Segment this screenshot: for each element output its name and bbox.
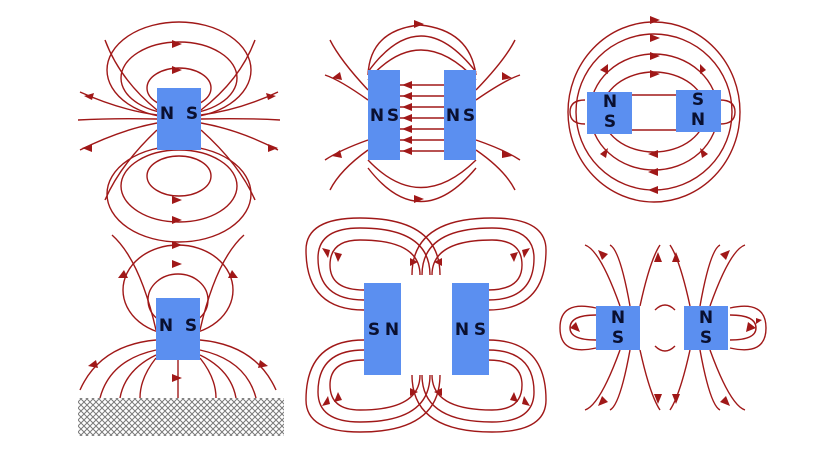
panel-two-vertical-opposed: N S S N (567, 16, 741, 203)
pole-label: N (455, 320, 469, 340)
pole-label: S (185, 316, 197, 336)
panel-two-repelling: S N N S (305, 217, 547, 433)
magnet-right (444, 70, 476, 160)
magnet-right (452, 283, 489, 375)
magnet-left (364, 283, 401, 375)
magnet-left (587, 92, 632, 134)
pole-label: S (612, 328, 624, 348)
pole-label: N (691, 110, 705, 130)
pole-label: N (159, 316, 173, 336)
pole-label: N (446, 106, 460, 126)
pole-label: N (160, 104, 174, 124)
pole-label: S (604, 112, 616, 132)
pole-label: S (368, 320, 380, 340)
magnet-right (676, 90, 721, 132)
iron-block (78, 398, 284, 436)
panel-single-magnet: N S (77, 21, 281, 243)
pole-label: N (699, 308, 713, 328)
magnet-left (596, 306, 640, 350)
pole-label: N (385, 320, 399, 340)
panel-magnet-above-iron: N S (78, 234, 284, 436)
pole-label: N (611, 308, 625, 328)
pole-label: N (370, 106, 384, 126)
pole-label: S (692, 90, 704, 110)
panel-two-vertical-same: N S N S (559, 244, 767, 411)
pole-label: S (700, 328, 712, 348)
magnet (156, 298, 200, 360)
pole-label: S (387, 106, 399, 126)
pole-label: S (186, 104, 198, 124)
panel-two-aligned: N S N S (324, 20, 521, 203)
magnet (157, 88, 201, 150)
pole-label: S (463, 106, 475, 126)
pole-label: S (474, 320, 486, 340)
magnet-right (684, 306, 728, 350)
magnet-left (368, 70, 400, 160)
pole-label: N (603, 92, 617, 112)
